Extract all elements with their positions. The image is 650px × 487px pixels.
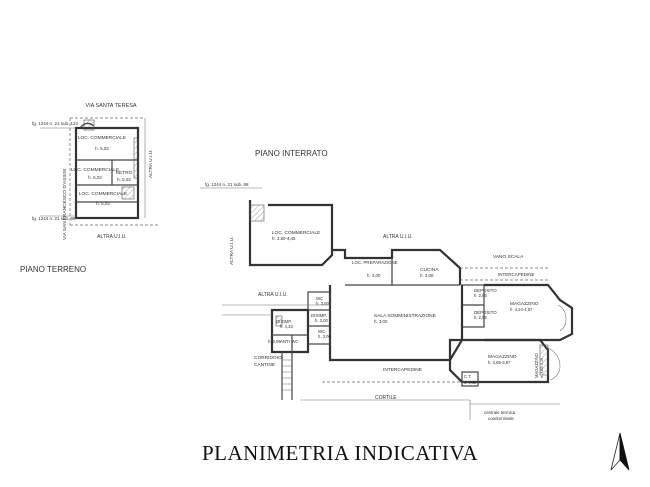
prep-cucina-walls-top — [332, 248, 462, 285]
ground-pillar — [83, 119, 95, 131]
room-h-loc-prep: h. 3,00 — [367, 273, 381, 278]
street-left-label: VIA SAN FRANCESCO D'ASSISI — [62, 169, 68, 240]
magazzino-3-bay — [547, 347, 561, 381]
north-arrow-icon — [610, 432, 630, 471]
magazzino-1-walls — [484, 283, 574, 342]
cortile-label: CORTILE — [375, 395, 397, 401]
room-h-disimp-1: h. 3,00 — [315, 318, 328, 323]
magazzino-3-wall — [539, 344, 549, 376]
room-name-magazzino-3: MAGAZZINO — [534, 352, 539, 378]
corridoio-label: CORRIDOIO — [254, 355, 282, 361]
altra-left-vertical-label: ALTRA U.I.U. — [229, 237, 235, 265]
room-h-cucina: h. 3,00 — [420, 273, 434, 278]
page-title: PLANIMETRIA INDICATIVA — [202, 441, 478, 465]
room-h-wc-2: h. 3,00 — [318, 334, 331, 339]
room-h-ct: h. 2,38 — [464, 380, 477, 385]
vano-scala-label: VANO SCALA — [493, 254, 524, 260]
cantine-label: CANTINE — [254, 362, 275, 368]
room-name-deposito-2: DEPOSITO — [474, 310, 497, 315]
intercapedine-bottom-label: INTERCAPEDINE — [383, 367, 422, 373]
room-h-disimp-2: h. 4,33 — [280, 324, 293, 329]
room-name-deposito-1: DEPOSITO — [474, 288, 497, 293]
room-name-magazzino-2: MAGAZZINO — [488, 354, 517, 360]
room-h-deposito-2: h. 2,55 — [474, 315, 487, 320]
basement-heading: PIANO INTERRATO — [255, 149, 328, 158]
sala-walls — [328, 285, 464, 362]
intercapedine-right-label: INTERCAPEDINE — [498, 272, 535, 277]
room-h-magazzino-1: h. 4,24-4,57 — [510, 307, 533, 312]
room-h-magazzino-3: h. 3,85-4,10 — [540, 358, 544, 378]
room-name-sala: SALA SOMMINISTRAZIONE — [374, 313, 436, 319]
basement-ref: fg. 1244 n. 21 sub. 88 — [205, 182, 249, 187]
altra-top-label: ALTRA U.I.U. — [383, 234, 413, 240]
ct-walls — [461, 371, 479, 387]
room-name-loc-comm-2: LOC. COMMERCIALE — [71, 167, 119, 173]
ground-ref-bottom: fg. 1244 n. 21 sub. 98 — [32, 216, 76, 221]
ground-ref-top: fg. 1244 n. 21 sub. 122 — [32, 121, 79, 126]
room-name-disimp-2: DISIMP. — [276, 319, 292, 324]
ground-floor-plan: VIA SANTA TERESA fg. 1244 n. 21 sub. 122… — [20, 103, 160, 274]
magazzino-1-bay — [557, 304, 567, 332]
room-name-magazzino-1: MAGAZZINO — [510, 301, 539, 307]
ground-floor-heading: PIANO TERRENO — [20, 265, 86, 274]
room-name-loc-comm-1: LOC. COMMERCIALE — [78, 135, 126, 141]
room-h-magazzino-2: h. 3,85-3,87 — [488, 360, 511, 365]
room-name-wc-2: WC — [318, 329, 325, 334]
room-name-retro: RETRO — [116, 170, 133, 176]
room-h-loc-comm-3: h. 5,02 — [96, 201, 110, 206]
ground-right-wall-hatch — [133, 137, 139, 179]
room-name-loc-prep: LOC. PREPARAZIONE — [352, 260, 398, 265]
room-h-wc-1: h. 3,00 — [316, 301, 329, 306]
room-name-wc-1: WC — [316, 296, 323, 301]
room-name-ct: C.T. — [464, 374, 471, 379]
disimp-2-walls — [270, 308, 310, 354]
room-h-sala: h. 3,00 — [374, 319, 388, 324]
room-name-loc-comm-3: LOC. COMMERCIALE — [79, 191, 127, 197]
street-top-label: VIA SANTA TERESA — [85, 103, 136, 109]
room-h-loc-comm-2: h. 5,02 — [88, 175, 102, 180]
loc-comm-stair — [249, 204, 265, 222]
ground-side-bottom-label: ALTRA U.I.U. — [97, 234, 127, 240]
ground-stair — [121, 186, 135, 200]
room-name-cucina: CUCINA — [420, 267, 439, 273]
stair-treads — [282, 359, 292, 391]
room-name-anti-wc: ANTI WC — [280, 339, 299, 344]
altra-left-label: ALTRA U.I.U. — [258, 292, 288, 298]
room-name-loc-comm: LOC. COMMERCIALE — [272, 230, 320, 236]
left-column — [275, 315, 283, 327]
room-h-anti-wc: h. 2,95 — [268, 339, 281, 344]
magazzino-2-walls — [448, 338, 550, 384]
centrale-label: centrale termica — [484, 410, 516, 415]
ground-side-right-label: ALTRA U.I.U. — [148, 150, 154, 178]
condominiale-label: condominiale — [488, 416, 514, 421]
room-h-loc-comm: h. 3,80-4,45 — [272, 236, 296, 241]
room-h-deposito-1: h. 2,55 — [474, 293, 487, 298]
room-h-retro: h. 5,02 — [117, 177, 131, 182]
loc-comm-walls — [248, 200, 334, 267]
basement-plan: PIANO INTERRATO fg. 1244 n. 21 sub. 88 — [200, 149, 574, 421]
room-h-loc-comm-1: h. 5,02 — [95, 146, 109, 151]
room-name-disimp-1: DISIMP. — [311, 313, 327, 318]
